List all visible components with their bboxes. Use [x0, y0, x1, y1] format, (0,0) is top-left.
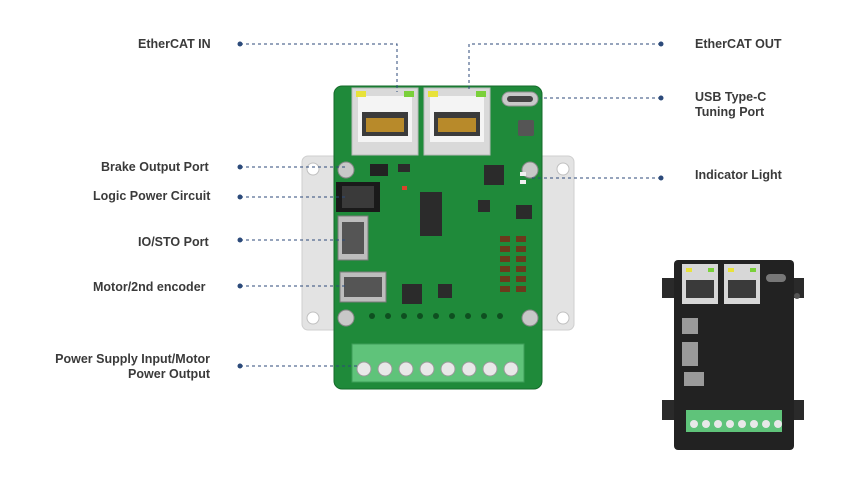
power-terminal-block — [351, 343, 525, 383]
io-sto-connector — [337, 215, 369, 261]
label-ethercat-in: EtherCAT IN — [138, 37, 211, 51]
label-usb-type-c: USB Type-C Tuning Port — [695, 90, 766, 120]
label-io-sto-port: IO/STO Port — [138, 235, 209, 249]
motor-encoder-connector — [339, 271, 387, 303]
indicator-leds — [402, 172, 526, 190]
pcb-chips — [398, 164, 532, 304]
pcb-board — [333, 85, 543, 390]
label-power-supply: Power Supply Input/Motor Power Output — [40, 352, 210, 382]
label-motor-2nd-encoder: Motor/2nd encoder — [93, 280, 206, 294]
component-array — [500, 236, 526, 292]
label-usb-line2: Tuning Port — [695, 105, 765, 119]
leader-lines — [240, 43, 661, 367]
usb-chip — [518, 120, 534, 136]
label-ethercat-out: EtherCAT OUT — [695, 37, 782, 51]
label-power-supply-line2: Power Output — [128, 367, 210, 381]
usb-c-port — [501, 91, 539, 107]
label-logic-power-circuit: Logic Power Circuit — [93, 189, 211, 203]
housed-driver-view — [662, 260, 804, 450]
label-power-supply-line1: Power Supply Input/Motor — [55, 352, 210, 366]
brake-output-connector — [370, 164, 388, 176]
label-usb-line1: USB Type-C — [695, 90, 767, 104]
label-brake-output-port: Brake Output Port — [101, 160, 209, 174]
label-indicator-light: Indicator Light — [695, 168, 782, 182]
ethercat-in-port — [351, 87, 419, 156]
ethercat-out-port — [423, 87, 491, 156]
leader-dots — [237, 41, 664, 369]
via-row — [369, 313, 503, 319]
